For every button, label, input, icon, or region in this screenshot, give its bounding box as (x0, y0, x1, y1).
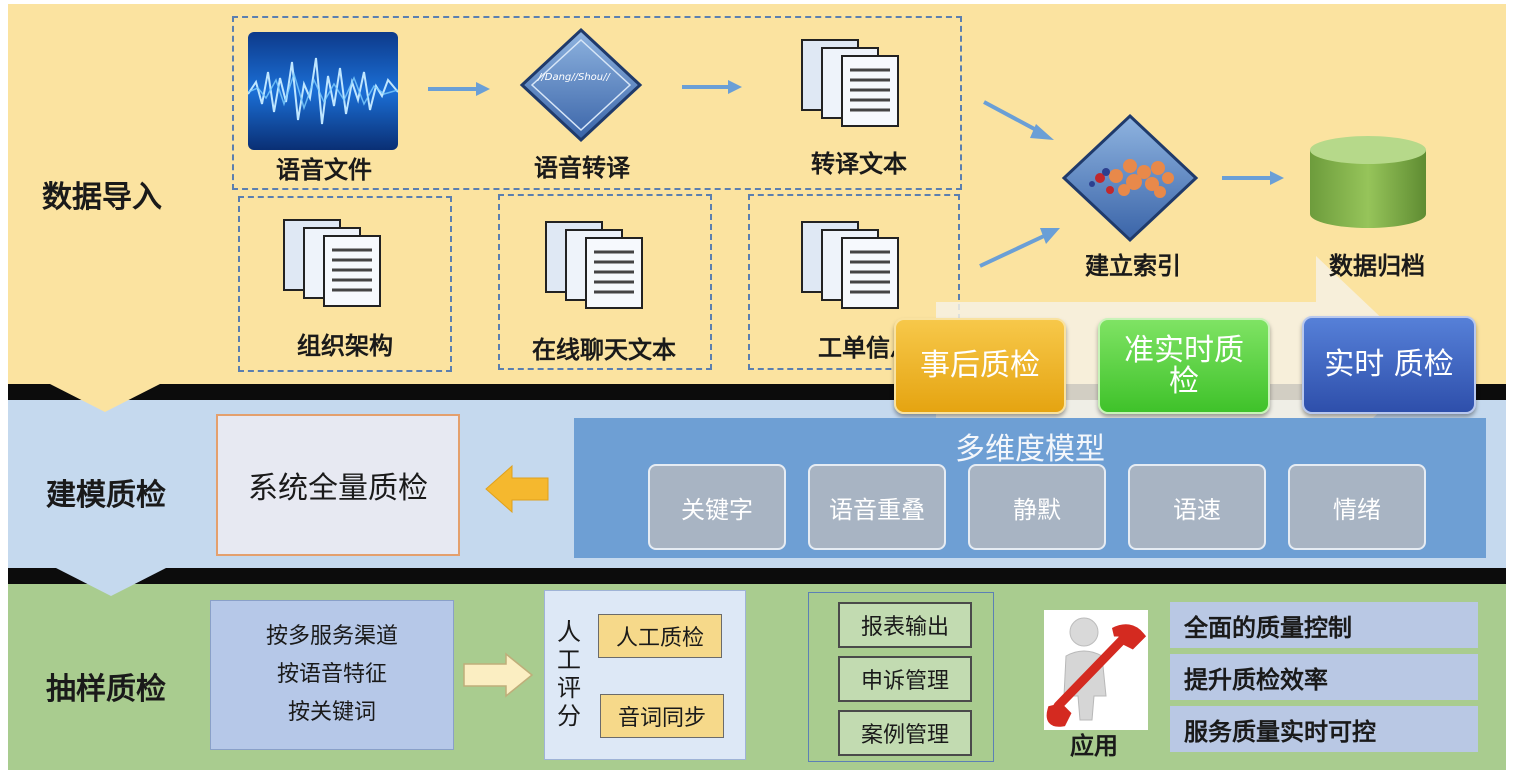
band-title-model: 建模质检 (46, 478, 166, 513)
dim-silence: 静默 (968, 464, 1106, 550)
word-sync-tag: 音词同步 (600, 694, 724, 738)
label-transcribe-text: 转译文本 (811, 150, 907, 178)
full-qc-box: 系统全量质检 (216, 414, 460, 556)
diamond-caption: //Dang//Shou// (538, 72, 610, 83)
transcribe-diamond-icon (519, 27, 643, 143)
chevron-model-down (56, 568, 166, 596)
app-label: 应用 (1070, 732, 1118, 760)
criteria-channel: 按多服务渠道 (265, 624, 398, 649)
benefit-realtime: 服务质量实时可控 (1170, 706, 1478, 752)
waveform-icon (248, 32, 398, 150)
work-order-group (748, 194, 960, 370)
manual-qc-tag: 人工质检 (598, 614, 722, 658)
label-data-archive: 数据归档 (1329, 252, 1425, 280)
documents-icon (545, 221, 643, 309)
voice-pipeline-group (232, 16, 962, 190)
case-management-tag: 案例管理 (838, 710, 972, 756)
dim-voice-overlap: 语音重叠 (808, 464, 946, 550)
label-voice-file: 语音文件 (276, 156, 372, 184)
post-qc-button[interactable]: 事后质检 (894, 318, 1066, 414)
documents-icon (801, 221, 899, 309)
label-org-structure: 组织架构 (297, 332, 393, 360)
label-voice-transcribe: 语音转译 (534, 154, 630, 182)
dim-emotion: 情绪 (1288, 464, 1426, 550)
chevron-import-down (50, 384, 160, 412)
band-title-import: 数据导入 (42, 180, 162, 215)
separator-bottom (8, 568, 1506, 584)
multi-dim-model-title: 多维度模型 (955, 432, 1105, 467)
arrow-left-icon (485, 464, 549, 514)
wrench-person-icon (1044, 610, 1148, 730)
arrow-right-icon (463, 652, 534, 698)
online-chat-group (498, 194, 712, 370)
label-online-chat: 在线聊天文本 (532, 336, 676, 364)
documents-icon (283, 219, 381, 307)
benefit-efficiency: 提升质检效率 (1170, 654, 1478, 700)
documents-icon (801, 39, 899, 127)
index-diamond-icon (1061, 113, 1199, 243)
band-title-sample: 抽样质检 (46, 672, 166, 707)
dim-speech-rate: 语速 (1128, 464, 1266, 550)
near-realtime-qc-button[interactable]: 准实时质检 (1098, 318, 1270, 414)
sampling-criteria-box: 按多服务渠道 按语音特征 按关键词 (210, 600, 454, 750)
realtime-qc-button[interactable]: 实时 质检 (1302, 316, 1476, 414)
criteria-keyword: 按关键词 (287, 700, 376, 725)
org-structure-group (238, 196, 452, 372)
criteria-voice-feature: 按语音特征 (276, 662, 387, 687)
appeal-management-tag: 申诉管理 (838, 656, 972, 702)
benefit-full-control: 全面的质量控制 (1170, 602, 1478, 648)
label-build-index: 建立索引 (1085, 252, 1181, 280)
dim-keyword: 关键字 (648, 464, 786, 550)
report-output-tag: 报表输出 (838, 602, 972, 648)
database-icon (1310, 136, 1426, 228)
manual-score-label: 人工评分 (557, 618, 581, 730)
